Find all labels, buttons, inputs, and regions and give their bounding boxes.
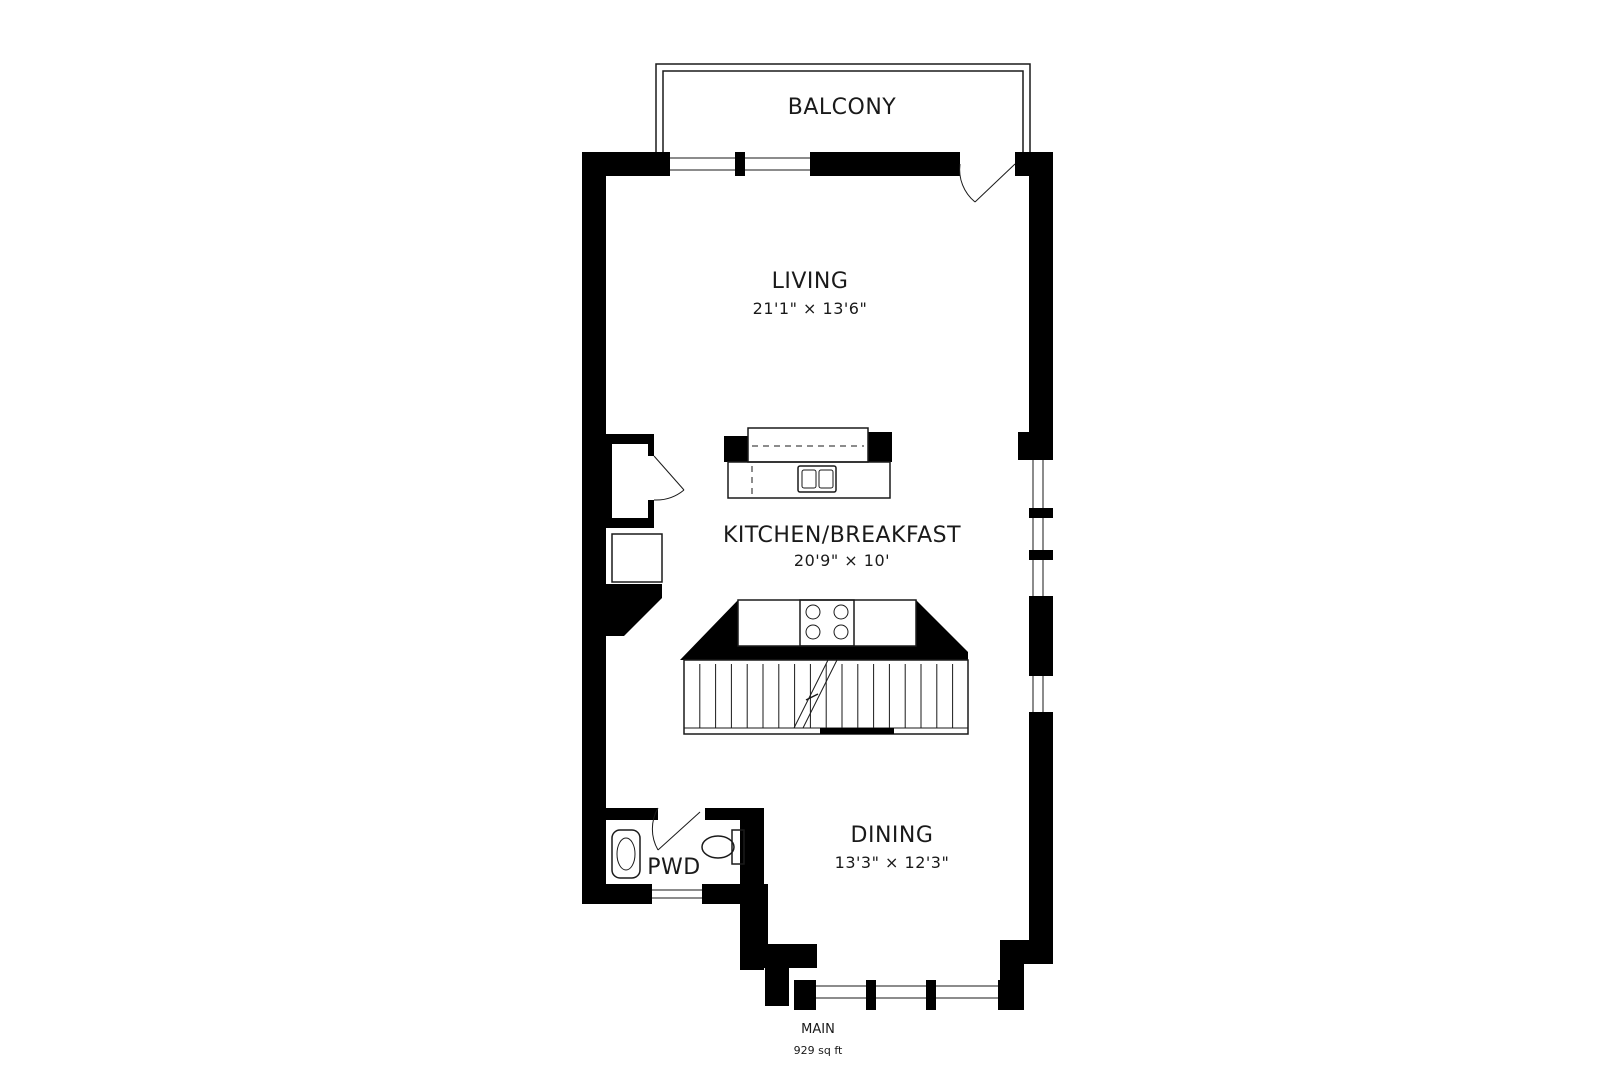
floor-name: MAIN: [801, 1022, 835, 1037]
powder-room: [606, 807, 764, 904]
closets: [606, 434, 685, 636]
balcony-door: [959, 163, 1016, 203]
living-dims: 21'1" × 13'6": [753, 299, 868, 318]
kitchen-room: KITCHEN/BREAKFAST 20'9" × 10': [723, 523, 961, 570]
balcony-label: BALCONY: [788, 95, 897, 120]
living-label: LIVING: [772, 269, 849, 294]
powder-label: PWD: [647, 855, 700, 880]
floor-area: 929 sq ft: [794, 1044, 843, 1057]
kitchen-label: KITCHEN/BREAKFAST: [723, 523, 961, 548]
floor-caption: MAIN 929 sq ft: [794, 1022, 843, 1057]
kitchen-dims: 20'9" × 10': [794, 551, 890, 570]
living-room: LIVING 21'1" × 13'6": [753, 269, 868, 318]
range-counter: [680, 599, 968, 660]
dining-room: DINING 13'3" × 12'3": [835, 823, 950, 872]
dining-dims: 13'3" × 12'3": [835, 853, 950, 872]
dining-label: DINING: [851, 823, 934, 848]
kitchen-island: [724, 427, 892, 499]
stairs: [683, 659, 969, 735]
balcony-room: BALCONY: [788, 95, 897, 120]
balcony: [655, 63, 1031, 152]
exterior-walls: [582, 152, 1053, 1010]
powder-room-label-group: PWD: [647, 855, 700, 880]
